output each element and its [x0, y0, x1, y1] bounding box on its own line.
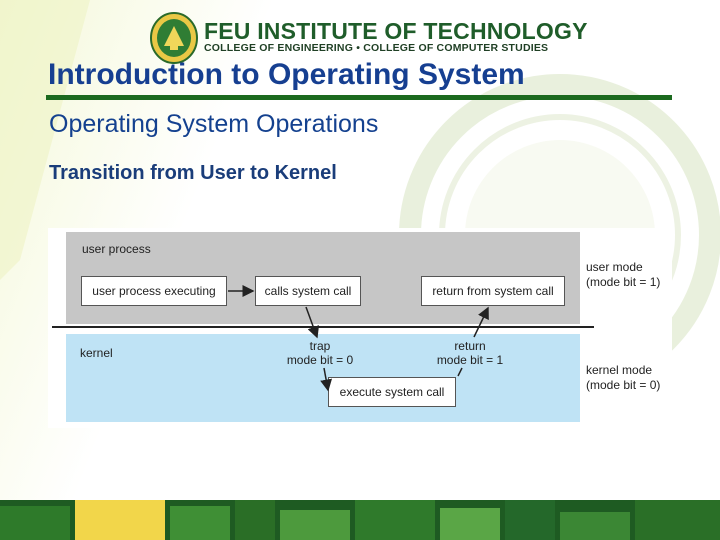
- user-mode-label: user mode: [586, 260, 643, 274]
- kernel-region-label: kernel: [80, 346, 113, 360]
- feu-seal-logo: [150, 12, 198, 64]
- mode-divider-line: [52, 326, 594, 328]
- kernel-mode-bit: (mode bit = 0): [586, 378, 661, 392]
- user-region-label: user process: [82, 242, 151, 256]
- arrow-execute-to-return: [457, 367, 463, 377]
- institution-name: FEU INSTITUTE OF TECHNOLOGY: [204, 18, 588, 44]
- user-process-executing-box: user process executing: [81, 276, 227, 306]
- section-heading: Transition from User to Kernel: [49, 162, 337, 184]
- title-underline: [46, 95, 672, 100]
- slide-subtitle: Operating System Operations: [49, 110, 379, 138]
- execute-system-call-box: execute system call: [328, 377, 456, 407]
- flow-arrows: [228, 285, 489, 392]
- slide-title: Introduction to Operating System: [48, 58, 525, 91]
- trap-label: trap: [309, 339, 331, 353]
- return-label: return: [454, 339, 486, 353]
- calls-system-call-box: calls system call: [255, 276, 361, 306]
- footer-stripes: [0, 500, 720, 540]
- arrow-trap-to-execute: [320, 367, 333, 392]
- user-mode-note: user mode (mode bit = 1): [586, 260, 660, 290]
- arrow-return: [473, 306, 489, 338]
- return-mode-bit: mode bit = 1: [436, 353, 504, 367]
- trap-note: trap mode bit = 0: [284, 339, 356, 367]
- return-from-system-call-box: return from system call: [421, 276, 565, 306]
- kernel-region: [66, 334, 580, 422]
- kernel-mode-label: kernel mode: [586, 363, 653, 377]
- trap-mode-bit: mode bit = 0: [286, 353, 354, 367]
- mode-transition-diagram: user process kernel user process executi…: [48, 228, 672, 428]
- kernel-mode-note: kernel mode (mode bit = 0): [586, 363, 660, 393]
- user-mode-bit: (mode bit = 1): [586, 275, 661, 289]
- return-note: return mode bit = 1: [432, 339, 508, 367]
- arrow-trap: [305, 306, 320, 339]
- college-names: COLLEGE OF ENGINEERING • COLLEGE OF COMP…: [204, 42, 549, 54]
